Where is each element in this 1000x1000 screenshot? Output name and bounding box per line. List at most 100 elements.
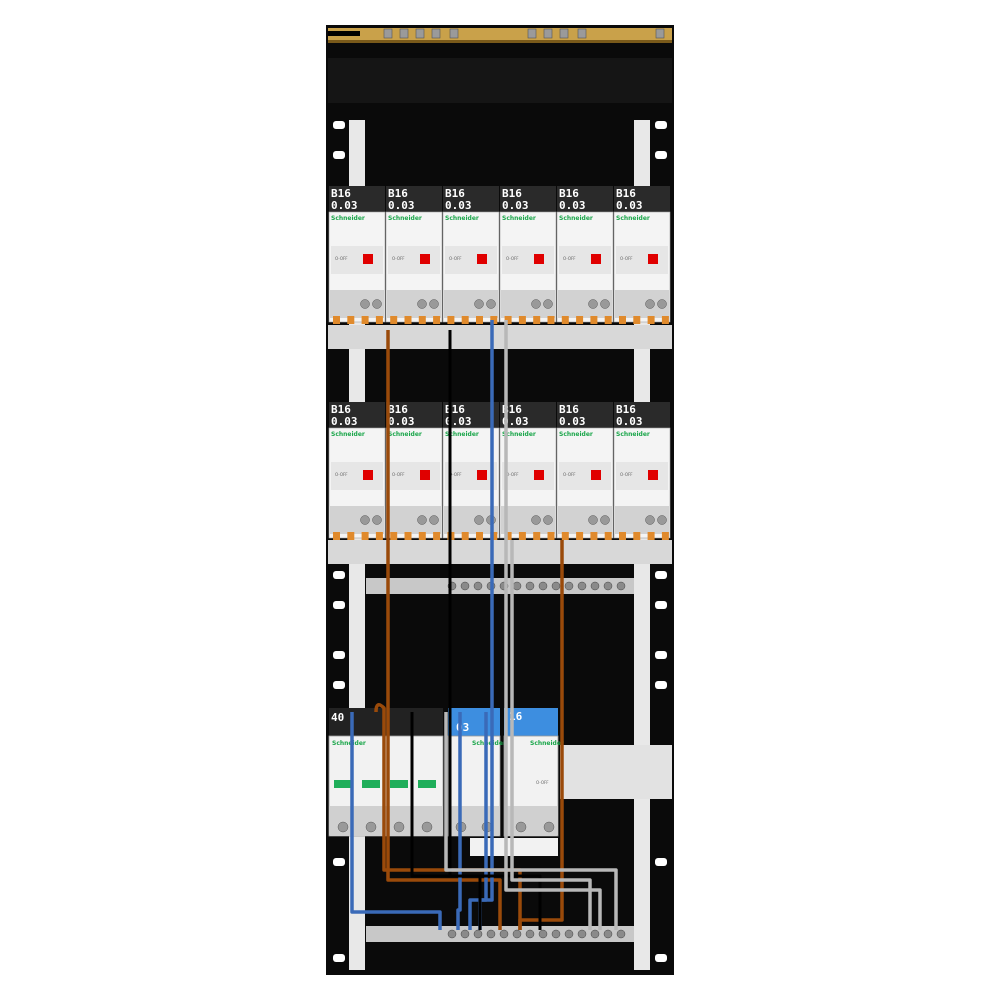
rail-clip: [655, 601, 667, 609]
busbar-tooth: [547, 316, 555, 324]
rcbo-cap: [386, 402, 442, 428]
rcbo-sensitivity: 0.03: [559, 415, 586, 428]
rcbo-cap: [386, 186, 442, 212]
busbar-tooth: [547, 532, 555, 540]
rcbo-handle[interactable]: [534, 254, 544, 264]
rcbo-face: [445, 246, 497, 274]
top-strip-cable: [328, 31, 360, 36]
top-strip-screws: [383, 28, 665, 39]
busbar-tooth: [647, 316, 655, 324]
main-switch-rating: 40: [331, 711, 344, 724]
top-terminal-strip: [328, 28, 672, 40]
terminal-screw: [543, 299, 553, 309]
bar-screw: [551, 929, 561, 939]
bar-screw: [460, 581, 470, 591]
rcbo-handle[interactable]: [648, 470, 658, 480]
rcbo-face: [445, 462, 497, 490]
breaker-16-state: O-OFF: [536, 780, 549, 785]
rcbo-rating: B16: [445, 187, 465, 200]
rcbo-brand: Schneider: [502, 431, 536, 438]
busbar-tooth: [561, 532, 569, 540]
rail-clip: [333, 651, 345, 659]
busbar-tooth: [433, 532, 441, 540]
busbar-tooth: [476, 316, 483, 324]
rcbo-sensitivity: 0.03: [616, 199, 643, 212]
bar-screw: [512, 929, 522, 939]
din-rail-row-2: [328, 540, 672, 564]
rcbo-sensitivity: 0.03: [331, 199, 358, 212]
rcbo-handle[interactable]: [363, 254, 373, 264]
cover-plate-top: [328, 58, 672, 103]
busbar-tooth: [661, 316, 669, 324]
rcbo-rating: B16: [331, 403, 351, 416]
busbar-tooth: [561, 316, 569, 324]
wiring: [350, 320, 618, 930]
rcbo-cap: [443, 186, 499, 212]
bar-screw: [460, 929, 470, 939]
rcbo-sensitivity: 0.03: [331, 415, 358, 428]
busbar-tooth: [418, 532, 426, 540]
busbar-tooth: [333, 532, 340, 540]
rcbo-brand: Schneider: [331, 431, 365, 438]
rcbo-cap: [557, 402, 613, 428]
rcbo-brand: Schneider: [388, 215, 422, 222]
terminal-screw: [474, 299, 484, 309]
terminal-screw: [429, 299, 439, 309]
rcd-device[interactable]: 03 Schneider: [447, 708, 506, 837]
rcbo-brand: Schneider: [388, 431, 422, 438]
terminal-screw: [588, 299, 598, 309]
busbar-tooth: [418, 316, 426, 324]
wire-grey-2: [444, 712, 618, 930]
rcbo-handle[interactable]: [363, 470, 373, 480]
bar-screw: [577, 581, 587, 591]
busbar-tooth: [461, 532, 469, 540]
busbar-tooth: [333, 316, 340, 324]
rcbo-handle[interactable]: [591, 254, 601, 264]
rail-clip: [655, 651, 667, 659]
rail-clip: [333, 954, 345, 962]
busbar-tooth: [347, 316, 355, 324]
rcbo-handle[interactable]: [420, 254, 430, 264]
busbar-tooth: [647, 532, 655, 540]
rcbo-brand: Schneider: [559, 215, 593, 222]
rcbo-handle[interactable]: [591, 470, 601, 480]
din-rail-row-1: [328, 325, 672, 349]
rcbo-state: O-OFF: [335, 256, 348, 261]
terminal-screw: [474, 515, 484, 525]
rail-clip: [655, 571, 667, 579]
rcbo-rating: B16: [616, 403, 636, 416]
bar-screw: [590, 581, 600, 591]
busbar-tooth: [661, 532, 669, 540]
wire-black-1: [448, 330, 542, 930]
rcd-brand: Schneider: [472, 740, 506, 747]
busbar-tooth: [490, 532, 498, 540]
terminal-screw: [588, 515, 598, 525]
rcbo-handle[interactable]: [420, 470, 430, 480]
rcbo-handle[interactable]: [477, 470, 487, 480]
rcbo-brand: Schneider: [559, 431, 593, 438]
rail-clip: [333, 681, 345, 689]
rcbo-sensitivity: 0.03: [559, 199, 586, 212]
rcbo-handle[interactable]: [534, 470, 544, 480]
terminal-screw: [657, 299, 667, 309]
rcbo-handle[interactable]: [648, 254, 658, 264]
terminal-screw: [600, 515, 610, 525]
main-switch[interactable]: 40 Schneider: [328, 708, 444, 837]
rcbo-handle[interactable]: [477, 254, 487, 264]
rcbo-cap: [443, 402, 499, 428]
busbar-tooth: [447, 316, 455, 324]
rcbo-rating: B16: [388, 187, 408, 200]
row-1-rcbos: B160.03SchneiderO-OFFB160.03SchneiderO-O…: [328, 186, 671, 324]
rcbo-sensitivity: 0.03: [445, 415, 472, 428]
